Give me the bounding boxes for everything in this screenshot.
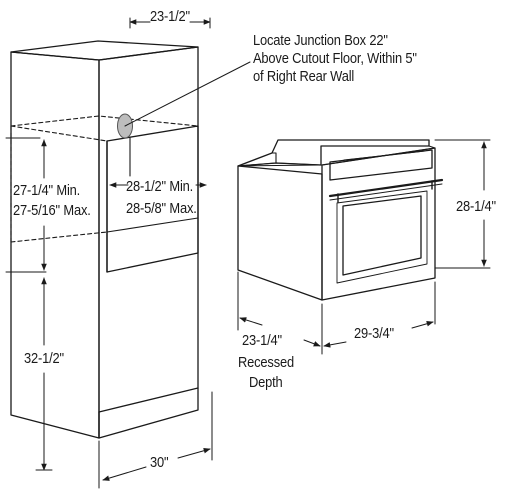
cutout-height-min-label: 27-1/4" Min. (13, 182, 81, 199)
cabinet-depth-label: 23-1/2" (150, 8, 190, 25)
oven-front-face (321, 147, 436, 301)
cutout-width-min-label: 28-1/2" Min. (126, 178, 194, 195)
cabinet-toe-kick (98, 387, 199, 413)
cabinet-side-face (10, 51, 100, 439)
recessed-depth-label-line1: Recessed (238, 354, 294, 371)
junction-box-note-line2: Above Cutout Floor, Within 5" (253, 50, 417, 67)
oven-window (342, 195, 422, 276)
oven-width-label: 29-3/4" (354, 325, 394, 342)
junction-box-note-line3: of Right Rear Wall (253, 68, 355, 85)
cutout-width-max-label: 28-5/8" Max. (126, 200, 197, 217)
cabinet-front-face (98, 46, 199, 439)
junction-box-leader (124, 61, 251, 127)
oven-side-face (237, 165, 323, 301)
recessed-depth-value: 23-1/4" (242, 332, 282, 349)
oven-control-panel (329, 149, 433, 181)
cutout-dashed-outline (10, 115, 199, 243)
oven-height-label: 28-1/4" (456, 198, 496, 215)
cabinet-cutout (106, 125, 199, 273)
cabinet-width-label: 30" (150, 454, 169, 471)
floor-height-label: 32-1/2" (24, 350, 64, 367)
wall-oven (237, 139, 444, 301)
cutout-height-max-label: 27-5/16" Max. (13, 202, 91, 219)
recessed-depth-label-line2: Depth (249, 374, 283, 391)
oven-handle (328, 178, 444, 198)
junction-box-note-line1: Locate Junction Box 22" (253, 32, 388, 49)
cabinet (10, 40, 199, 439)
